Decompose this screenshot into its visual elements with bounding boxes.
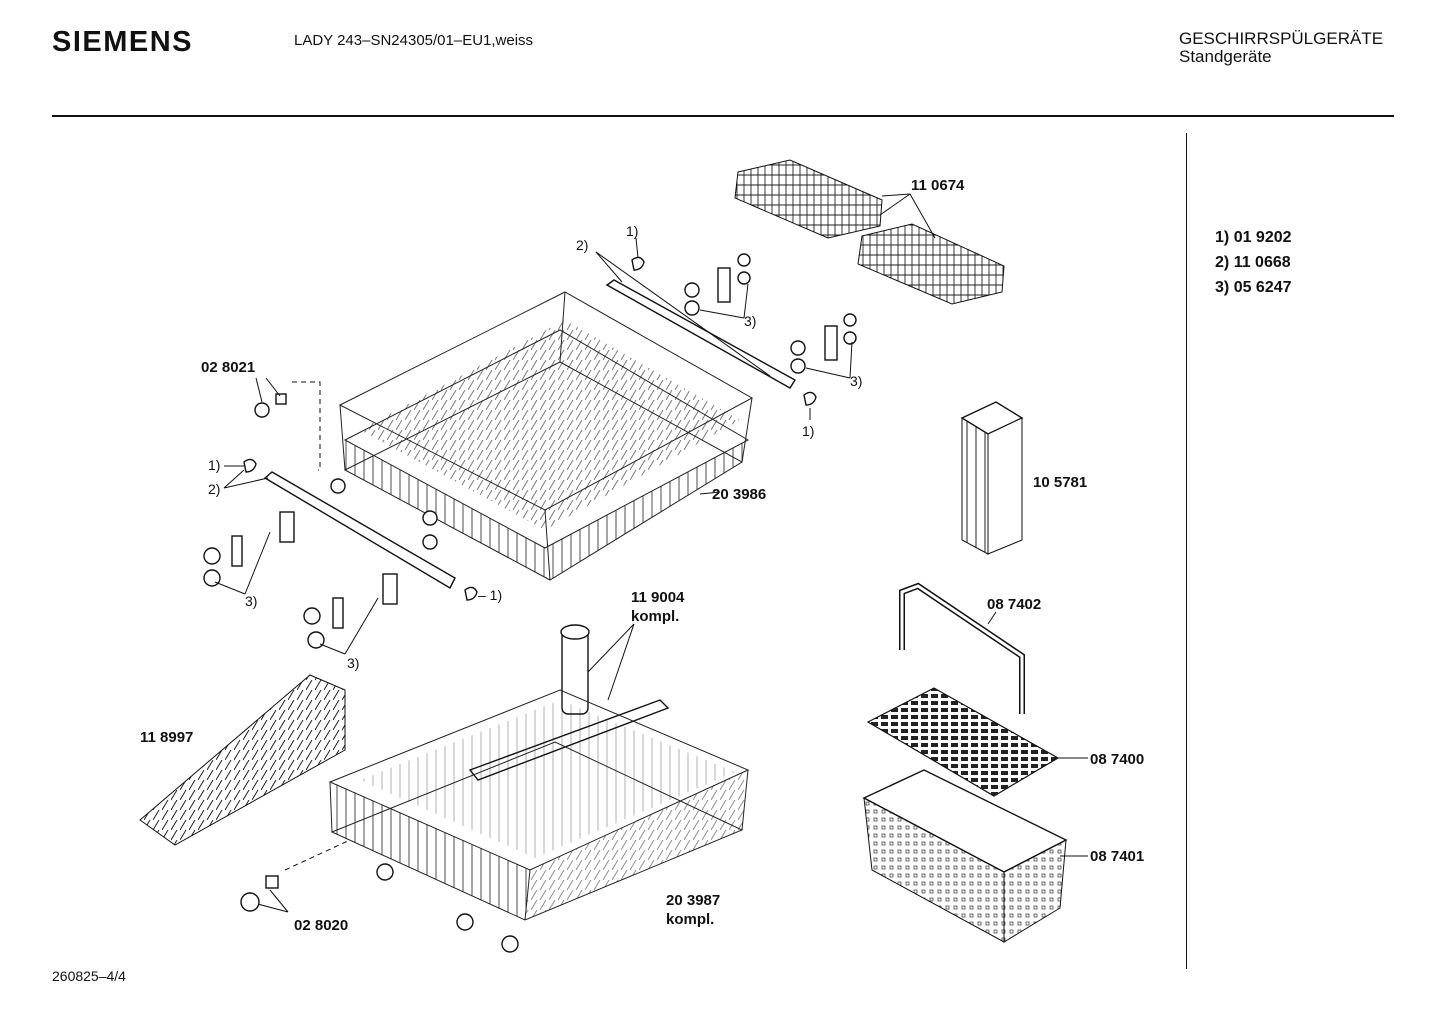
label-upper-basket: 20 3986	[712, 486, 766, 503]
label-cutlery-sleeve: 10 5781	[1033, 474, 1087, 491]
basket-lid	[866, 687, 1060, 797]
tine-row-pair	[734, 159, 1005, 305]
roller-bracket-mid-right	[790, 313, 857, 374]
roller-bracket-left	[203, 511, 295, 587]
rail-stopper-lower	[464, 586, 478, 601]
ref-3-mid: 3)	[850, 373, 862, 389]
roller-bracket-lower-left	[303, 573, 398, 649]
document-number: 260825–4/4	[52, 968, 126, 984]
legend-item-3: 3) 05 6247	[1215, 279, 1292, 296]
roller-upper-left	[254, 381, 321, 471]
rail-stopper-right	[803, 391, 817, 406]
label-tine-rack: 11 8997	[140, 729, 193, 746]
legend-item-1: 1) 01 9202	[1215, 229, 1292, 246]
label-roller-lower: 02 8020	[294, 917, 348, 934]
header-rule	[52, 115, 1394, 117]
category-line-2: Standgeräte	[1179, 47, 1272, 66]
ref-3-left: 3)	[245, 593, 257, 609]
rail-stopper-left	[243, 458, 257, 473]
footnote-legend: 1) 01 9202 2) 11 0668 3) 05 6247	[1215, 225, 1292, 300]
cutlery-sleeve	[960, 401, 1024, 555]
label-tine-rows: 11 0674	[911, 177, 965, 194]
model-designation: LADY 243–SN24305/01–EU1,weiss	[294, 32, 534, 49]
category-line-1: GESCHIRRSPÜLGERÄTE	[1179, 29, 1384, 48]
label-roller-left: 02 8021	[201, 359, 255, 376]
lower-basket	[240, 689, 750, 953]
rail-stopper-top	[631, 256, 645, 271]
ref-1-top: 1)	[626, 223, 638, 239]
label-cutlery-basket: 08 7401	[1090, 848, 1144, 865]
ref-2-left: 2)	[208, 481, 220, 497]
product-category: GESCHIRRSPÜLGERÄTE Standgeräte	[1179, 30, 1383, 66]
tine-rack	[139, 674, 346, 846]
label-handle: 08 7402	[987, 596, 1041, 613]
label-basket-lid: 08 7400	[1090, 751, 1144, 768]
label-spray-arm: 11 9004	[631, 589, 685, 606]
ref-1-lower: – 1)	[478, 587, 502, 603]
ref-1-right: 1)	[802, 423, 814, 439]
upper-rail-right	[605, 279, 796, 389]
ref-2-top: 2)	[576, 237, 588, 253]
roller-bracket-upper-right	[684, 253, 751, 316]
basket-handle	[899, 582, 1025, 714]
upper-basket	[330, 291, 754, 581]
ref-1-left: 1)	[208, 457, 220, 473]
label-lower-basket-note: kompl.	[666, 911, 714, 928]
siemens-logo: SIEMENS	[52, 26, 194, 58]
ref-3-upper: 3)	[744, 313, 756, 329]
upper-rail-left	[263, 471, 456, 589]
ref-3-lower: 3)	[347, 655, 359, 671]
legend-divider	[1186, 133, 1187, 969]
label-lower-basket: 20 3987	[666, 892, 720, 909]
legend-item-2: 2) 11 0668	[1215, 254, 1291, 271]
exploded-parts-diagram: 11 0674 20 3986 02 8021 10 5781 08 7402 …	[139, 159, 1144, 953]
cutlery-basket	[862, 769, 1068, 943]
label-spray-arm-note: kompl.	[631, 608, 679, 625]
